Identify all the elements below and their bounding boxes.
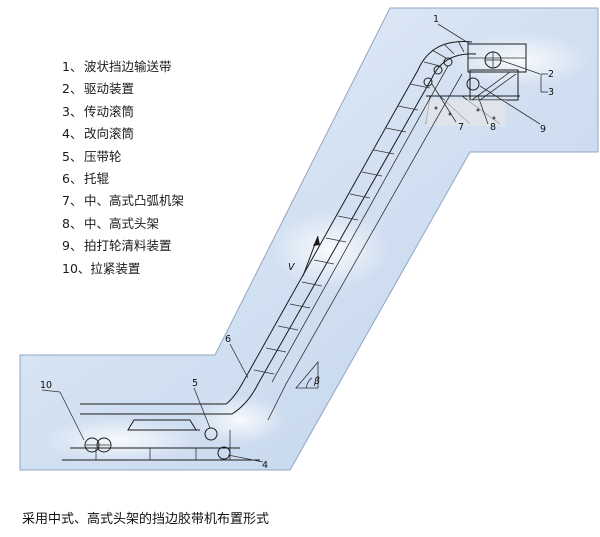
callout-7: 7 [458, 122, 464, 133]
callout-5: 5 [192, 378, 198, 389]
figure-caption: 采用中式、高式头架的挡边胶带机布置形式 [22, 512, 270, 527]
legend-item: 6、托辊 [62, 170, 110, 186]
convex-frame-idlers [423, 57, 453, 87]
drive-pulley [484, 51, 502, 69]
callout-3: 3 [548, 87, 554, 98]
incline-angle: β [295, 360, 320, 389]
legend-item: 8、中、高式头架 [62, 215, 160, 231]
callout-6: 6 [225, 334, 231, 345]
head-frame [425, 43, 527, 126]
callout-2: 2 [548, 69, 554, 80]
press-roller [204, 427, 218, 441]
legend-item: 1、波状挡边输送带 [62, 59, 172, 74]
velocity-symbol: V [288, 262, 296, 273]
legend-item: 2、驱动装置 [62, 81, 135, 97]
callout-numbers: 1 2 3 4 5 6 7 8 9 10 [40, 14, 554, 471]
component-legend: 1、波状挡边输送带 2、驱动装置 3、传动滚筒 4、改向滚筒 5、压带轮 6、托… [62, 56, 184, 280]
callout-1: 1 [433, 14, 439, 25]
legend-item: 9、拍打轮清料装置 [62, 238, 172, 254]
tension-device [84, 437, 112, 453]
callout-9: 9 [540, 124, 546, 135]
angle-symbol: β [313, 376, 320, 387]
legend-item: 4、改向滚筒 [62, 126, 135, 142]
bend-pulley [217, 446, 231, 460]
beater-cleaner [466, 77, 480, 91]
callout-10: 10 [40, 380, 52, 391]
callout-leaders [41, 23, 548, 463]
legend-item: 3、传动滚筒 [62, 103, 135, 119]
legend-item: 5、压带轮 [62, 148, 122, 164]
corrugated-sidewall-belt [80, 40, 477, 421]
legend-item: 7、中、高式凸弧机架 [62, 193, 185, 209]
callout-8: 8 [490, 122, 496, 133]
legend-item: 10、拉紧装置 [62, 260, 141, 276]
callout-4: 4 [262, 460, 268, 471]
velocity-arrow: V [288, 235, 320, 277]
